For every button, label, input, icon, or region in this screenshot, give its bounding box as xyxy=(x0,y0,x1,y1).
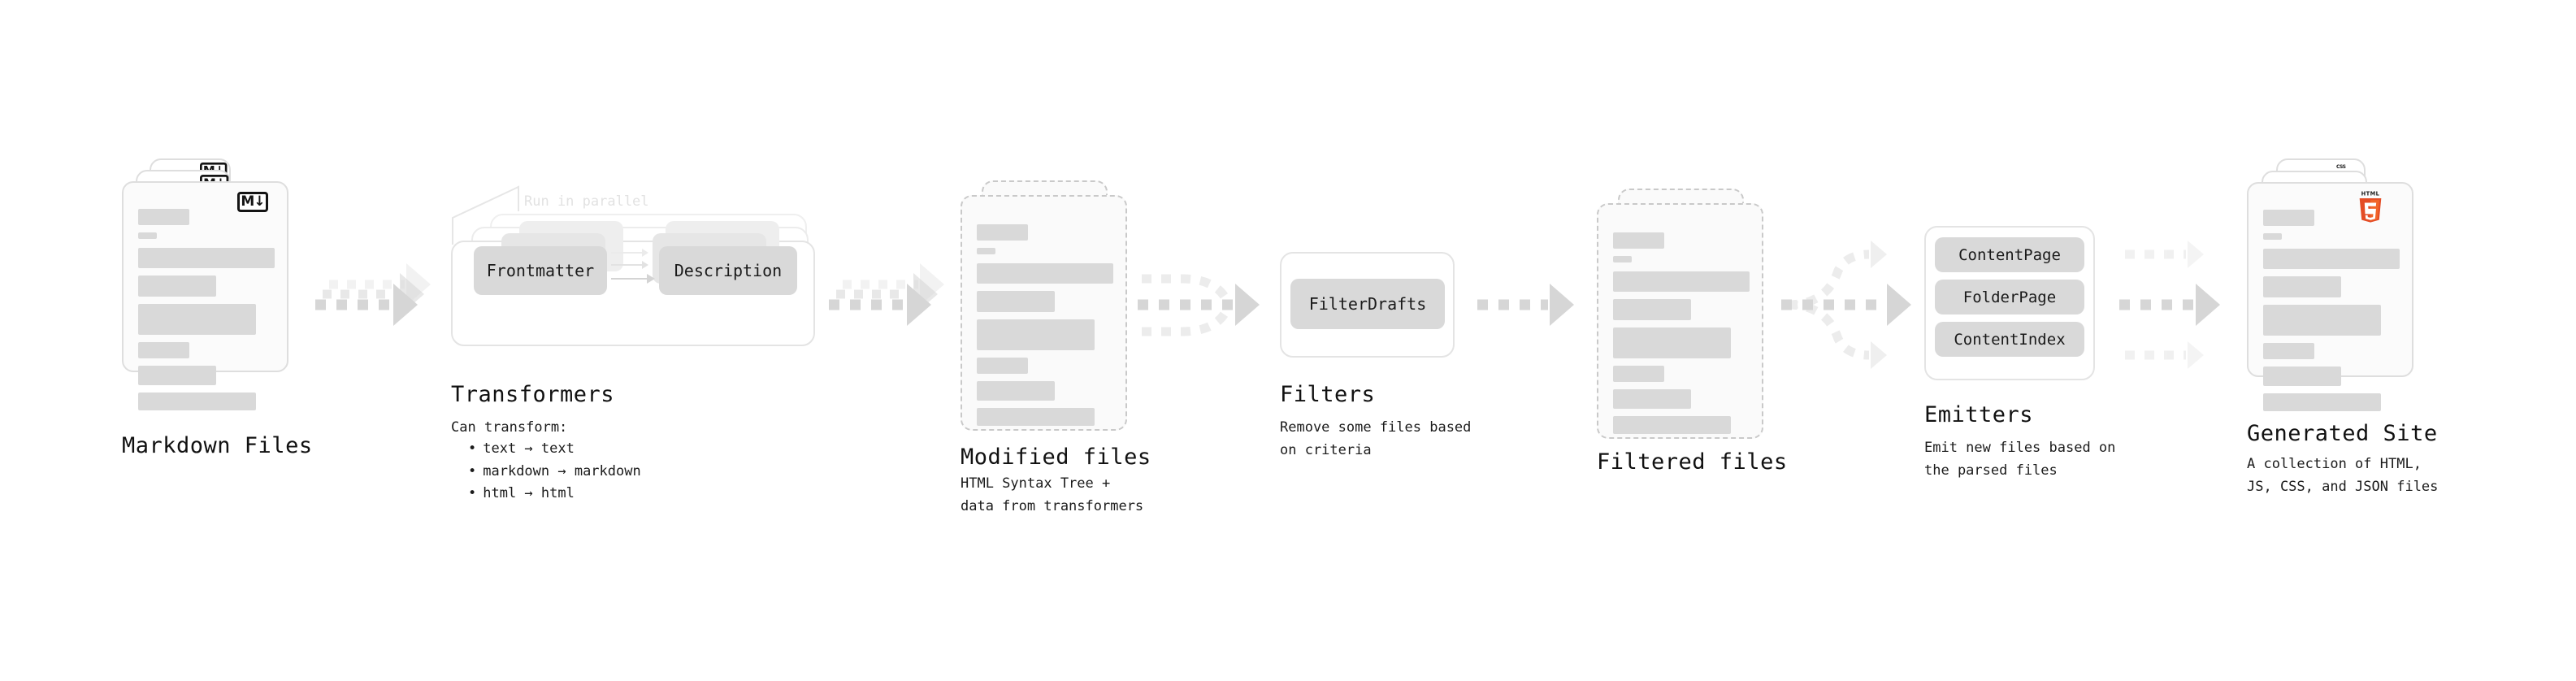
emitters-subtitle: Emit new files based on the parsed files xyxy=(1924,440,2116,479)
run-in-parallel-label: Run in parallel xyxy=(524,193,649,210)
run-in-parallel-bracket xyxy=(452,185,519,245)
emitter-chip-folderpage[interactable]: FolderPage xyxy=(1935,280,2084,314)
emitter-chip-contentpage[interactable]: ContentPage xyxy=(1935,237,2084,272)
css-icon-label: CSS xyxy=(2336,164,2346,170)
transformers-subtitle: Can transform: xyxy=(451,419,568,436)
transformer-inner-arrows xyxy=(611,249,655,284)
connector-markdown-to-transformers xyxy=(315,263,431,326)
generated-site-title: Generated Site xyxy=(2247,421,2438,446)
modified-files-subtitle: HTML Syntax Tree + data from transformer… xyxy=(961,475,1144,514)
emitter-chip-contentindex[interactable]: ContentIndex xyxy=(1935,322,2084,357)
markdown-icon-front: M↓ xyxy=(237,192,268,212)
svg-text:HTML: HTML xyxy=(2361,191,2380,197)
markdown-icon-front-label: M↓ xyxy=(241,193,265,210)
connector-modified-to-filters xyxy=(1138,274,1260,336)
filters-title: Filters xyxy=(1280,382,1376,407)
filtered-files-title: Filtered files xyxy=(1597,449,1788,475)
transformers-bullet-0: text → text xyxy=(468,438,641,461)
transformer-chip-description[interactable]: Description xyxy=(659,246,797,295)
connector-transformers-to-modified xyxy=(829,263,944,326)
markdown-files-title: Markdown Files xyxy=(122,433,313,458)
connector-filtered-to-emitters xyxy=(1781,241,1911,369)
transformers-bullet-2: html → html xyxy=(468,483,641,505)
generated-site-subtitle: A collection of HTML, JS, CSS, and JSON … xyxy=(2247,456,2439,495)
transformer-chip-frontmatter[interactable]: Frontmatter xyxy=(474,246,607,295)
transformers-bullets: text → text markdown → markdown html → h… xyxy=(455,438,641,505)
filters-subtitle: Remove some files based on criteria xyxy=(1280,419,1472,458)
connector-filters-to-filtered xyxy=(1477,284,1574,326)
html5-icon: HTML xyxy=(2359,191,2382,223)
transformers-title: Transformers xyxy=(451,382,615,407)
connector-emitters-to-site xyxy=(2119,241,2220,369)
transformers-bullet-1: markdown → markdown xyxy=(468,461,640,484)
filter-chip-filterdrafts[interactable]: FilterDrafts xyxy=(1290,279,1445,329)
emitters-title: Emitters xyxy=(1924,402,2034,427)
modified-files-title: Modified files xyxy=(961,445,1151,470)
